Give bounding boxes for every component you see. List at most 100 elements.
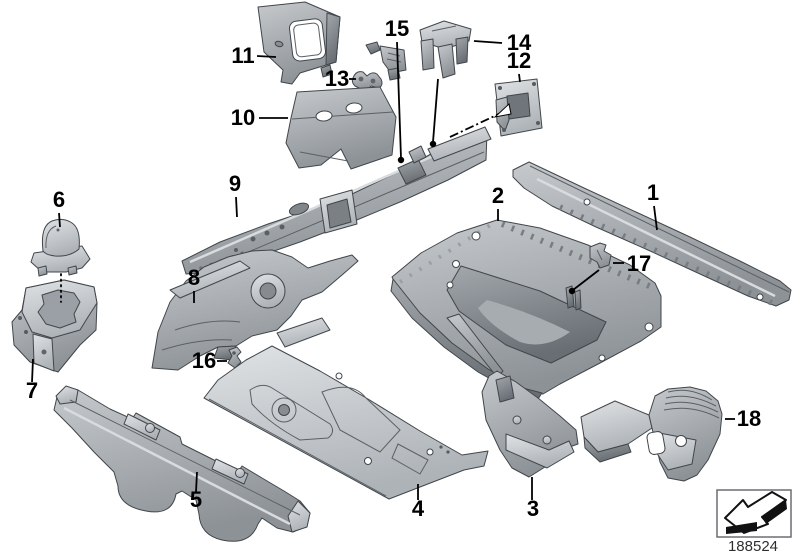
- direction-arrow-base: [726, 522, 757, 534]
- part-3-boss: [512, 415, 522, 425]
- part-16: [227, 346, 242, 369]
- part-8-creases: [161, 320, 241, 351]
- leader-12: [518, 73, 521, 83]
- part-13-hole: [370, 78, 376, 84]
- callout-16-label[interactable]: 16: [192, 348, 216, 373]
- part-2-hole: [471, 231, 481, 241]
- part-6-dot: [56, 228, 60, 232]
- footnote: 188524: [716, 489, 792, 555]
- part-6-foot: [67, 265, 78, 276]
- leader-7: [31, 358, 34, 383]
- part-11: [257, 1, 341, 85]
- part-16-hole: [232, 351, 236, 355]
- part-4-top-flange: [276, 317, 331, 348]
- part-6-dome: [41, 218, 80, 257]
- leader-17-dot: [568, 287, 576, 295]
- callout-15-label[interactable]: 15: [385, 16, 409, 41]
- leader-17-mount: [572, 269, 600, 291]
- callout-17-label[interactable]: 17: [627, 251, 651, 276]
- callout-13-label[interactable]: 13: [325, 66, 349, 91]
- part-11-window-rim: [293, 22, 322, 58]
- callout-8-label[interactable]: 8: [188, 265, 200, 290]
- part-10-crease: [299, 151, 349, 162]
- part-4: [203, 317, 489, 500]
- part-4-flange-line: [208, 398, 387, 497]
- callout-6-label[interactable]: 6: [53, 187, 65, 212]
- part-8-body: [151, 249, 359, 371]
- part-10-crease: [291, 111, 394, 120]
- part-1: [512, 161, 792, 307]
- part-10-hole: [345, 102, 363, 114]
- part-9-hole: [234, 248, 238, 252]
- part-18-hole: [675, 435, 687, 447]
- leader-12-dashdot: [449, 111, 504, 138]
- direction-arrow-band: [762, 500, 787, 524]
- leader-lines: [31, 40, 735, 500]
- part-12-screw: [502, 128, 506, 132]
- part-7-hole: [41, 349, 47, 355]
- leader-11: [256, 55, 277, 58]
- callout-4-label[interactable]: 4: [412, 496, 425, 521]
- part-14: [419, 20, 472, 79]
- part-11-flange: [325, 12, 341, 66]
- callout-11-label[interactable]: 11: [231, 43, 254, 68]
- leader-14-dot: [429, 140, 437, 148]
- part-14-mid-leg: [437, 43, 456, 79]
- part-4-hole: [364, 457, 372, 465]
- leader-15-dot: [397, 156, 405, 164]
- callout-7-label[interactable]: 7: [26, 378, 38, 403]
- part-4-body: [203, 345, 489, 500]
- leader-12-arrowhead: [493, 103, 512, 118]
- callout-5-label[interactable]: 5: [190, 487, 202, 512]
- part-14-slot: [431, 25, 457, 32]
- part-8: [151, 249, 359, 371]
- part-7-hole: [18, 316, 22, 320]
- callout-3-label[interactable]: 3: [527, 496, 539, 521]
- callout-9-label[interactable]: 9: [229, 171, 241, 196]
- part-12-opening: [506, 92, 531, 120]
- part-17-slot: [596, 249, 603, 261]
- part-3: [446, 313, 579, 478]
- part-2-clip: [574, 289, 582, 311]
- callout-2-label[interactable]: 2: [492, 183, 504, 208]
- part-12-screw: [498, 86, 502, 90]
- callout-18-label[interactable]: 18: [737, 406, 761, 431]
- part-16-body: [227, 346, 242, 369]
- callout-14-label[interactable]: 14: [507, 30, 532, 55]
- part-1-hole: [756, 293, 764, 301]
- callout-12-label[interactable]: 12: [507, 48, 531, 73]
- part-2-well-bottom: [478, 300, 570, 345]
- part-5: [53, 385, 311, 542]
- leader-1: [653, 205, 658, 231]
- part-17: [589, 242, 612, 269]
- part-8-cap-flange: [169, 260, 251, 299]
- callout-10-label[interactable]: 10: [231, 105, 255, 130]
- part-6: [30, 218, 91, 277]
- leader-5: [195, 471, 198, 493]
- part-9-collar-hole: [326, 198, 352, 229]
- part-5-boss: [235, 468, 245, 478]
- part-8-boss-hole: [259, 282, 277, 300]
- part-9-bracket-tab: [408, 145, 427, 164]
- part-7-collar-hole: [37, 289, 81, 329]
- part-10: [285, 86, 397, 170]
- leader-6: [58, 212, 61, 228]
- part-2-hole: [598, 354, 606, 362]
- part-4-hole: [278, 404, 290, 416]
- part-3-foot-plate: [505, 433, 575, 469]
- part-11-tab: [320, 64, 333, 78]
- part-3-boss: [542, 435, 552, 445]
- part-5-boss: [145, 423, 155, 433]
- part-6-crease: [45, 225, 57, 249]
- part-2: [390, 219, 662, 400]
- part-18: [580, 386, 723, 482]
- callout-1-label[interactable]: 1: [647, 180, 659, 205]
- part-2-hole: [446, 281, 454, 289]
- part-7: [11, 279, 98, 373]
- part-10-hole: [315, 110, 333, 122]
- part-1-edge: [529, 165, 790, 293]
- sheet-number: 188524: [728, 538, 778, 555]
- part-9-right-flange: [427, 126, 492, 162]
